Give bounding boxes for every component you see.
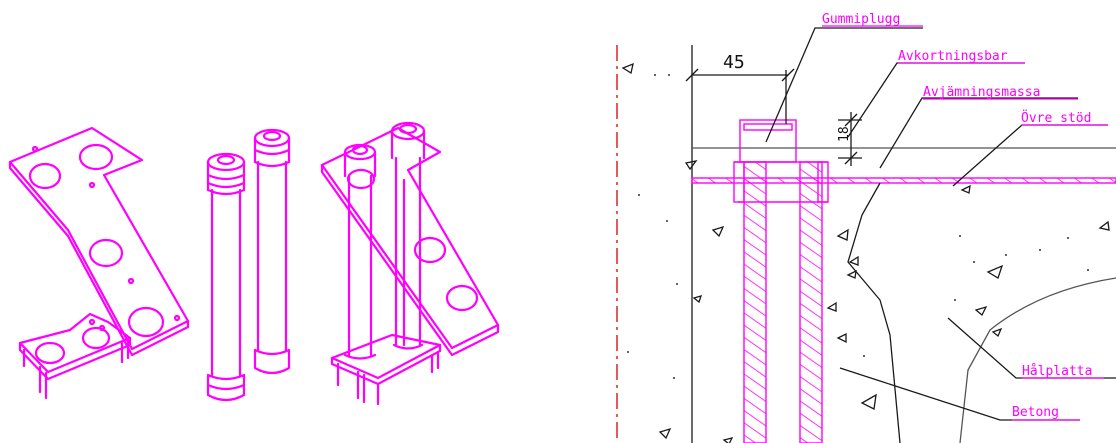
- dimension-45: 45: [685, 52, 795, 124]
- upper-support-strip: [691, 177, 1116, 184]
- pipe-assembly: [733, 119, 829, 443]
- pipe-wall-right: [799, 161, 823, 443]
- rubber-plug: [739, 119, 797, 163]
- section-view: 45 18: [616, 12, 1116, 443]
- label-avjamningsmassa: Avjämningsmassa: [923, 85, 1040, 100]
- label-ovre-stod: Övre stöd: [1021, 109, 1091, 126]
- assembly: [320, 121, 500, 406]
- pipe-wall-left: [743, 161, 767, 443]
- slab-edge: [847, 182, 901, 443]
- label-gummiplugg: Gummiplugg: [822, 12, 900, 27]
- plate-small: [18, 312, 132, 400]
- dim-18-label: 18: [837, 126, 852, 142]
- tube-left: [206, 152, 246, 402]
- dimension-18: 18: [837, 112, 862, 166]
- aggregate-dots: [627, 74, 1089, 379]
- dim-45-label: 45: [723, 52, 745, 73]
- plate-large: [8, 126, 190, 357]
- label-avkortningsbar: Avkortningsbar: [898, 49, 1008, 64]
- label-halplatta: Hålplatta: [1022, 364, 1092, 379]
- callout-labels: Gummiplugg Avkortningsbar Avjämningsmass…: [822, 12, 1108, 421]
- isometric-views: [8, 121, 500, 406]
- tube-right: [253, 128, 291, 375]
- label-betong: Betong: [1012, 405, 1059, 420]
- hollow-core: [959, 277, 1116, 443]
- aggregate-symbols: [621, 62, 1110, 443]
